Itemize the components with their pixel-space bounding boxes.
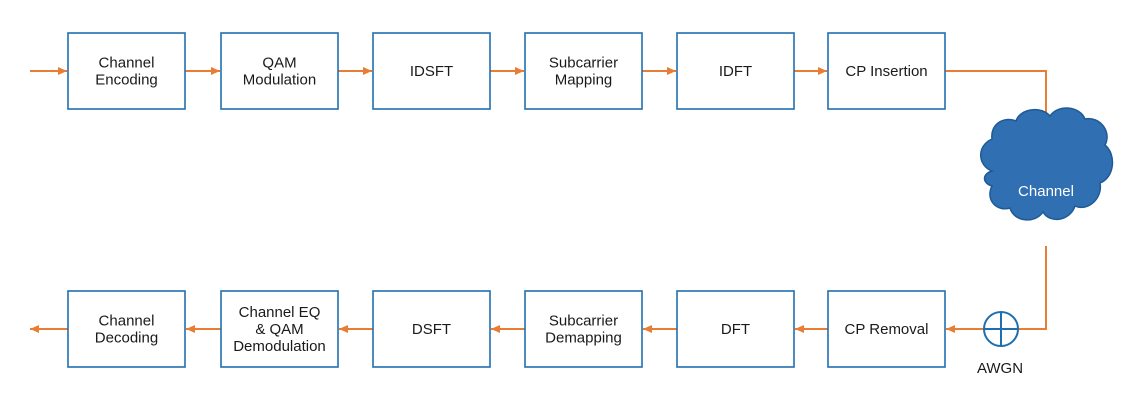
qam-modulation-label-line-1: QAM xyxy=(262,55,296,72)
subcarrier-mapping-box xyxy=(524,32,643,110)
dsft-box xyxy=(372,290,491,368)
idft-block: IDFT xyxy=(676,32,795,110)
subcarrier-demapping-label-line-2: Demapping xyxy=(545,330,622,347)
qam-modulation-label-line-2: Modulation xyxy=(243,72,316,89)
dft-label-line-1: DFT xyxy=(721,321,750,338)
channel-decoding-label-line-1: Channel xyxy=(99,313,155,330)
channel-eq-qam-demodulation-box xyxy=(220,290,339,368)
channel-cloud-icon: Channel xyxy=(980,107,1114,221)
idft-label-line-1: IDFT xyxy=(719,63,752,80)
connectors xyxy=(30,67,1050,333)
cp-insertion-block: CP Insertion xyxy=(827,32,946,110)
dsft-block: DSFT xyxy=(372,290,491,368)
channel-decoding-box xyxy=(67,290,186,368)
cp-removal-label-line-1: CP Removal xyxy=(845,321,929,338)
cp-insertion-box xyxy=(827,32,946,110)
dft-block: DFT xyxy=(676,290,795,368)
idsft-block: IDSFT xyxy=(372,32,491,110)
cp-insertion-label-line-1: CP Insertion xyxy=(845,63,927,80)
cloud-shape xyxy=(980,107,1114,221)
cp-removal-block: CP Removal xyxy=(827,290,946,368)
channel-eq-qam-demodulation-label-line-1: Channel EQ xyxy=(239,304,321,321)
subcarrier-demapping-box xyxy=(524,290,643,368)
channel-encoding-box xyxy=(67,32,186,110)
channel-encoding-label-line-1: Channel xyxy=(99,55,155,72)
dsft-label-line-1: DSFT xyxy=(412,321,451,338)
subcarrier-mapping-label-line-1: Subcarrier xyxy=(549,55,618,72)
cp-removal-box xyxy=(827,290,946,368)
channel-eq-qam-demodulation-label-line-3: Demodulation xyxy=(233,338,326,355)
channel-encoding-label-line-2: Encoding xyxy=(95,72,158,89)
awgn-adder: AWGN xyxy=(977,311,1023,377)
qam-modulation-box xyxy=(220,32,339,110)
channel-eq-qam-demodulation-label-line-2: & QAM xyxy=(255,321,303,338)
channel-to-adder-line xyxy=(1018,246,1047,330)
dft-box xyxy=(676,290,795,368)
idft-box xyxy=(676,32,795,110)
subcarrier-demapping-label-line-1: Subcarrier xyxy=(549,313,618,330)
subcarrier-mapping-label-line-2: Mapping xyxy=(555,72,613,89)
idsft-label-line-1: IDSFT xyxy=(410,63,453,80)
awgn-label: AWGN xyxy=(977,360,1023,377)
idsft-box xyxy=(372,32,491,110)
channel-label: Channel xyxy=(1018,183,1074,200)
channel-decoding-label-line-2: Decoding xyxy=(95,330,158,347)
